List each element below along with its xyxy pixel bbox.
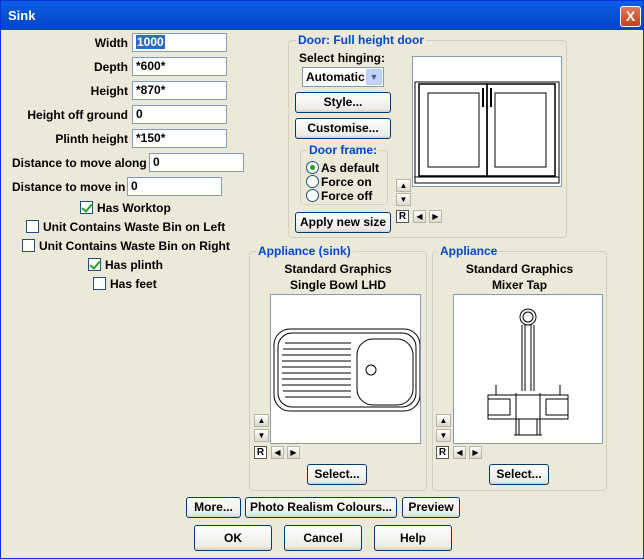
tap-line2: Mixer Tap — [491, 278, 548, 292]
height-label: Height — [90, 84, 128, 98]
help-button[interactable]: Help — [374, 525, 452, 551]
sink-select-button[interactable]: Select... — [307, 464, 367, 485]
as-default-label: As default — [321, 161, 380, 175]
sink-r-button[interactable]: R — [254, 446, 267, 459]
door-group-title: Door: Full height door — [296, 33, 426, 47]
depth-field[interactable]: *600* — [132, 57, 227, 76]
tap-r-button[interactable]: R — [436, 446, 449, 459]
has-plinth-checkbox[interactable] — [88, 258, 101, 271]
customise-button[interactable]: Customise... — [295, 118, 391, 139]
sink-right-arrow-icon[interactable]: ▶ — [287, 446, 300, 459]
distance-along-label: Distance to move along — [12, 156, 147, 170]
cancel-button[interactable]: Cancel — [284, 525, 362, 551]
tap-line1: Standard Graphics — [465, 262, 574, 276]
has-worktop-label: Has Worktop — [97, 201, 171, 215]
photo-realism-colours-button[interactable]: Photo Realism Colours... — [245, 497, 397, 518]
distance-in-label: Distance to move in — [12, 180, 126, 194]
has-plinth-label: Has plinth — [105, 258, 164, 272]
plinth-height-field[interactable]: *150* — [132, 129, 227, 148]
width-field[interactable]: 1000 — [132, 33, 227, 52]
tap-preview — [453, 294, 603, 444]
sink-scroll-down-icon[interactable]: ▼ — [254, 429, 269, 442]
sink-line1: Standard Graphics — [284, 262, 392, 276]
width-value: 1000 — [136, 35, 165, 49]
has-worktop-checkbox[interactable] — [80, 201, 93, 214]
appliance-tap-group — [432, 251, 607, 491]
height-field[interactable]: *870* — [132, 81, 227, 100]
appliance-tap-title: Appliance — [438, 244, 500, 258]
depth-label: Depth — [94, 60, 128, 74]
door-r-button[interactable]: R — [396, 210, 409, 223]
distance-in-field[interactable]: 0 — [127, 177, 222, 196]
sink-preview-drawing — [273, 328, 421, 412]
close-button[interactable]: X — [620, 6, 641, 27]
door-preview — [412, 56, 562, 187]
hinging-label: Select hinging: — [299, 51, 386, 65]
sink-line2: Single Bowl LHD — [290, 278, 386, 292]
force-off-label: Force off — [321, 189, 373, 203]
tap-scroll-down-icon[interactable]: ▼ — [436, 429, 451, 442]
force-on-label: Force on — [321, 175, 372, 189]
sink-scroll-up-icon[interactable]: ▲ — [254, 414, 269, 427]
ok-button[interactable]: OK — [194, 525, 272, 551]
waste-bin-right-checkbox[interactable] — [22, 239, 35, 252]
more-button[interactable]: More... — [186, 497, 241, 518]
hinging-select[interactable]: Automatic ▼ — [302, 67, 384, 87]
waste-bin-left-checkbox[interactable] — [26, 220, 39, 233]
tap-scroll-up-icon[interactable]: ▲ — [436, 414, 451, 427]
window-title: Sink — [8, 8, 36, 23]
waste-bin-left-label: Unit Contains Waste Bin on Left — [43, 220, 226, 234]
door-scroll-up-icon[interactable]: ▲ — [396, 179, 411, 192]
door-frame-title: Door frame: — [307, 143, 380, 157]
waste-bin-right-label: Unit Contains Waste Bin on Right — [39, 239, 230, 253]
height-off-ground-label: Height off ground — [27, 108, 128, 122]
appliance-sink-title: Appliance (sink) — [256, 244, 353, 258]
plinth-height-label: Plinth height — [55, 132, 128, 146]
has-feet-label: Has feet — [110, 277, 157, 291]
door-preview-drawing — [414, 81, 560, 184]
tap-right-arrow-icon[interactable]: ▶ — [469, 446, 482, 459]
style-button[interactable]: Style... — [295, 92, 391, 113]
height-off-ground-field[interactable]: 0 — [132, 105, 227, 124]
apply-new-size-button[interactable]: Apply new size — [295, 212, 391, 233]
sink-left-arrow-icon[interactable]: ◀ — [271, 446, 284, 459]
hinging-value: Automatic — [306, 70, 365, 84]
tap-preview-drawing — [487, 308, 569, 436]
as-default-radio[interactable] — [306, 161, 319, 174]
door-group — [288, 40, 567, 238]
has-feet-checkbox[interactable] — [93, 277, 106, 290]
force-on-radio[interactable] — [306, 175, 319, 188]
tap-select-button[interactable]: Select... — [489, 464, 549, 485]
width-label: Width — [94, 36, 128, 50]
title-bar: Sink X — [1, 1, 643, 30]
chevron-down-icon[interactable]: ▼ — [366, 69, 382, 85]
door-left-arrow-icon[interactable]: ◀ — [413, 210, 426, 223]
force-off-radio[interactable] — [306, 189, 319, 202]
tap-left-arrow-icon[interactable]: ◀ — [453, 446, 466, 459]
preview-button[interactable]: Preview — [402, 497, 460, 518]
door-right-arrow-icon[interactable]: ▶ — [429, 210, 442, 223]
sink-preview — [270, 294, 421, 444]
door-scroll-down-icon[interactable]: ▼ — [396, 193, 411, 206]
distance-along-field[interactable]: 0 — [149, 153, 244, 172]
